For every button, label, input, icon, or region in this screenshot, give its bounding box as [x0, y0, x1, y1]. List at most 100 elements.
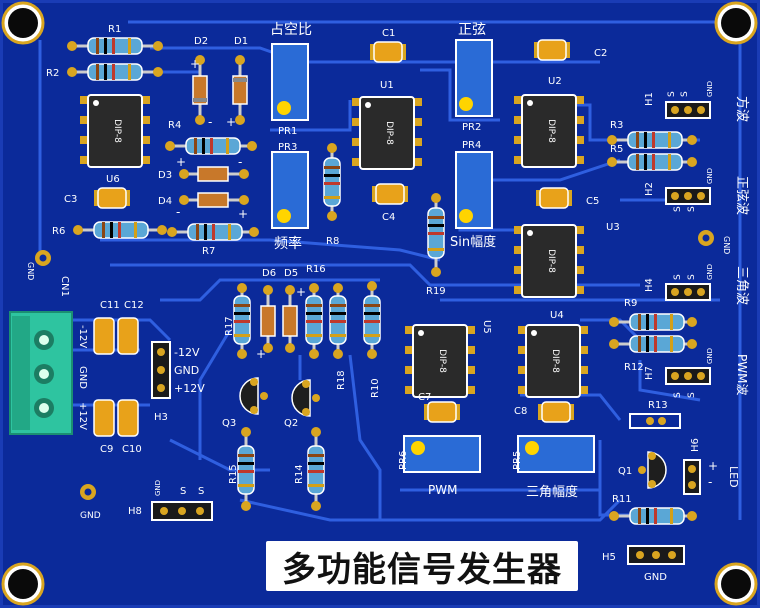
- resistor-r15[interactable]: [237, 427, 255, 511]
- transistor-q3[interactable]: [239, 377, 268, 415]
- pot-pr6[interactable]: [403, 435, 481, 473]
- resistor-r3-ref: R3: [610, 120, 623, 131]
- header-h2[interactable]: [665, 187, 711, 205]
- resistor-r7-ref: R7: [202, 246, 215, 257]
- pot-pr6-ref: PR6: [398, 451, 409, 470]
- pot-pr4-ref: PR4: [462, 140, 481, 151]
- resistor-r8[interactable]: [323, 143, 341, 221]
- diode-d1[interactable]: [232, 55, 248, 125]
- polarity-plus-d2: +: [190, 57, 200, 71]
- resistor-r7[interactable]: [167, 223, 259, 241]
- ic-u5[interactable]: DIP-8: [405, 324, 475, 398]
- resistor-r1[interactable]: [67, 37, 163, 55]
- pot-pr3-ref: PR3: [278, 142, 297, 153]
- ic-u6[interactable]: DIP-8: [80, 94, 150, 168]
- diode-d6-ref: D6: [262, 268, 276, 279]
- header-h1[interactable]: [665, 101, 711, 119]
- polarity-minus-led: -: [708, 475, 712, 489]
- resistor-r19[interactable]: [427, 193, 445, 277]
- diode-d5[interactable]: [282, 285, 298, 353]
- cn1-terminal-block[interactable]: [9, 311, 73, 435]
- ic-u6-package: DIP-8: [112, 119, 122, 143]
- header-h4[interactable]: [665, 283, 711, 301]
- resistor-r12[interactable]: [609, 335, 697, 353]
- diode-d2-ref: D2: [194, 36, 208, 47]
- capacitor-c8-ref: C8: [514, 406, 527, 417]
- diode-d6[interactable]: [260, 285, 276, 353]
- diode-d1-ref: D1: [234, 36, 248, 47]
- header-h7[interactable]: [665, 367, 711, 385]
- pot-pr5[interactable]: [517, 435, 595, 473]
- header-h6[interactable]: [683, 459, 701, 495]
- resistor-r17[interactable]: [233, 283, 251, 359]
- capacitor-c1-ref: C1: [382, 28, 395, 39]
- transistor-q1[interactable]: [638, 451, 667, 489]
- header-h2-pin3: GND: [706, 168, 714, 184]
- header-h8[interactable]: [151, 501, 213, 521]
- header-h6-ref: H6: [690, 438, 701, 452]
- header-h4-label: 三角波: [734, 266, 749, 305]
- pot-pr1[interactable]: [271, 43, 309, 121]
- capacitor-c2: [534, 39, 570, 61]
- resistor-r16[interactable]: [305, 283, 323, 359]
- header-h7-label: PWM波: [735, 354, 749, 395]
- capacitor-c10-ref: C10: [122, 444, 142, 455]
- pot-pr5-label: 三角幅度: [526, 484, 578, 500]
- resistor-r18-ref: R18: [336, 370, 347, 390]
- header-h5-label: GND: [644, 572, 667, 583]
- capacitor-c8: [538, 401, 574, 423]
- header-h4-pin2: S: [687, 274, 697, 280]
- cn1-label: CN1: [59, 276, 70, 297]
- resistor-r10[interactable]: [363, 281, 381, 359]
- header-h5[interactable]: [627, 545, 685, 565]
- polarity-plus-d5: +: [296, 285, 306, 299]
- header-h7-pin1: S: [673, 392, 683, 398]
- header-h3-pin1: -12V: [174, 346, 200, 359]
- resistor-r9[interactable]: [609, 313, 697, 331]
- resistor-r3[interactable]: [607, 131, 697, 149]
- ic-u3[interactable]: DIP-8: [514, 224, 584, 298]
- header-h1-pin1: S: [667, 91, 677, 97]
- diode-d2[interactable]: [192, 55, 208, 125]
- diode-d4[interactable]: [179, 192, 249, 208]
- resistor-r13[interactable]: [629, 413, 681, 429]
- pot-pr1-label: 占空比: [270, 22, 312, 38]
- header-h3[interactable]: [151, 341, 171, 399]
- resistor-r11[interactable]: [609, 507, 697, 525]
- resistor-r5[interactable]: [607, 153, 697, 171]
- resistor-r14[interactable]: [307, 427, 325, 511]
- polarity-minus-d2: -: [208, 115, 212, 129]
- diode-d3[interactable]: [179, 166, 249, 182]
- capacitor-c7: [424, 401, 460, 423]
- capacitor-c12: [117, 317, 139, 355]
- header-h2-pin1: S: [673, 206, 683, 212]
- resistor-r4[interactable]: [165, 137, 257, 155]
- ic-u3-package: DIP-8: [546, 249, 556, 273]
- capacitor-c2-ref: C2: [594, 48, 607, 59]
- ic-u4[interactable]: DIP-8: [518, 324, 588, 398]
- resistor-r9-ref: R9: [624, 298, 637, 309]
- resistor-r2[interactable]: [67, 63, 163, 81]
- pot-pr2[interactable]: [455, 39, 493, 117]
- ic-u1[interactable]: DIP-8: [352, 96, 422, 170]
- board-title-box: 多功能信号发生器: [266, 541, 578, 591]
- header-h2-ref: H2: [644, 182, 655, 196]
- header-h8-ref: H8: [128, 506, 142, 517]
- resistor-r6[interactable]: [73, 221, 167, 239]
- capacitor-c7-ref: C7: [418, 392, 431, 403]
- pot-pr3[interactable]: [271, 151, 309, 229]
- resistor-r5-ref: R5: [610, 144, 623, 155]
- resistor-r15-ref: R15: [228, 464, 239, 484]
- capacitor-c11-ref: C11: [100, 300, 120, 311]
- header-h1-label: 方波: [734, 96, 750, 122]
- polarity-minus-d4: -: [176, 205, 180, 219]
- resistor-r17-ref: R17: [224, 316, 235, 336]
- ic-u2[interactable]: DIP-8: [514, 94, 584, 168]
- resistor-r18[interactable]: [329, 283, 347, 359]
- header-h3-pin3: +12V: [174, 382, 205, 395]
- capacitor-c3: [94, 187, 130, 209]
- polarity-plus-led: +: [708, 459, 718, 473]
- transistor-q2[interactable]: [291, 379, 320, 417]
- pot-pr4[interactable]: [455, 151, 493, 229]
